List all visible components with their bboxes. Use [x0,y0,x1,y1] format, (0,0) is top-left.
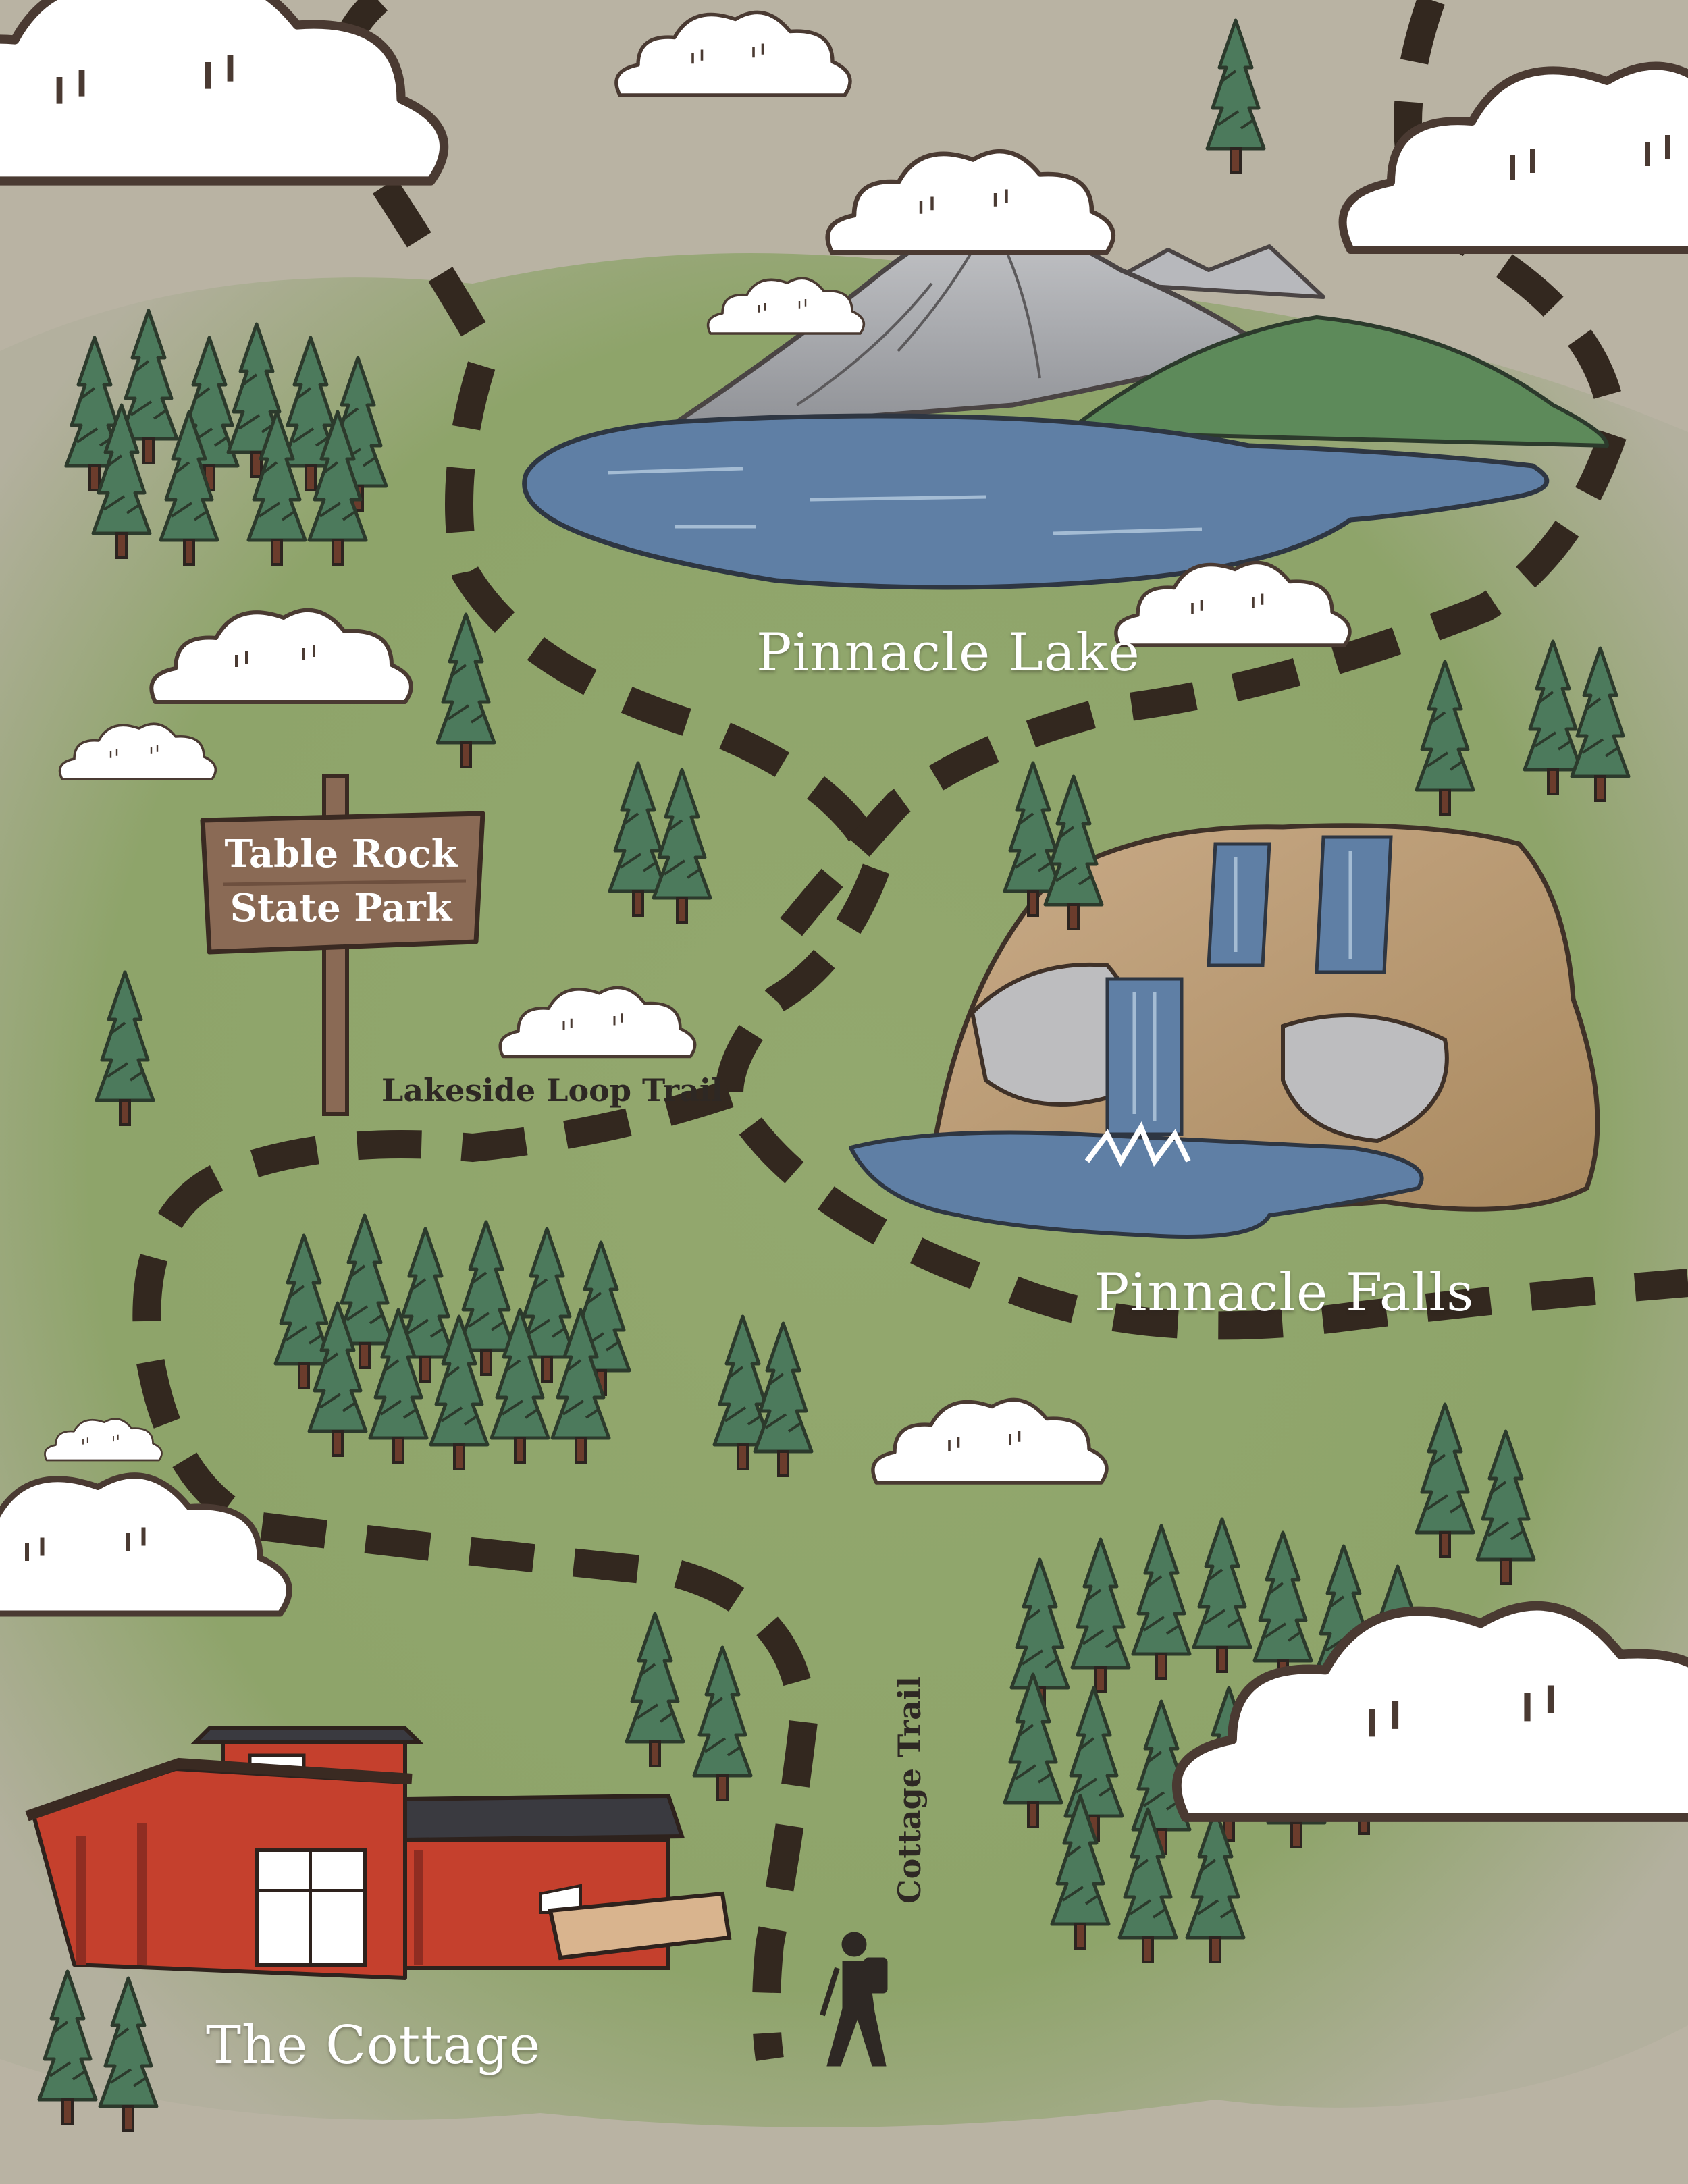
hiker-icon [820,1932,888,2067]
pinnacle-falls-label: Pinnacle Falls [1094,1262,1475,1323]
waterfall-icon [849,823,1600,1239]
park-sign-line-1: Table Rock [224,832,458,876]
cottage-trail-label: Cottage Trail [891,1676,928,1904]
park-sign-text: Table Rock State Park [206,827,476,935]
signpost-icon [200,774,485,1116]
the-cottage-label: The Cottage [206,2015,542,2076]
lakeside-loop-trail-label: Lakeside Loop Trail [381,1072,723,1109]
pinnacle-lake-label: Pinnacle Lake [756,622,1140,683]
park-sign-line-2: State Park [230,886,452,930]
cottage-icon [25,1726,732,1980]
lake-icon [522,413,1550,590]
